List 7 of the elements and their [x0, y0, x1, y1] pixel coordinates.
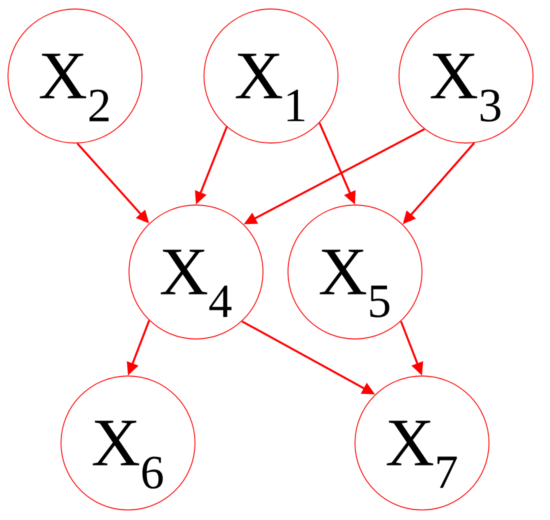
- circle-node: X$_{3}$: [398, 8, 534, 144]
- circle-node: X$_{1}$: [204, 8, 338, 144]
- circle-node: X$_{5}$: [288, 204, 422, 340]
- circle-node: X$_{4}$: [128, 204, 264, 340]
- circle-node: X$_{7}$: [354, 376, 490, 510]
- circle-node: X$_{6}$: [60, 376, 196, 510]
- circle-node: X$_{2}$: [8, 8, 142, 144]
